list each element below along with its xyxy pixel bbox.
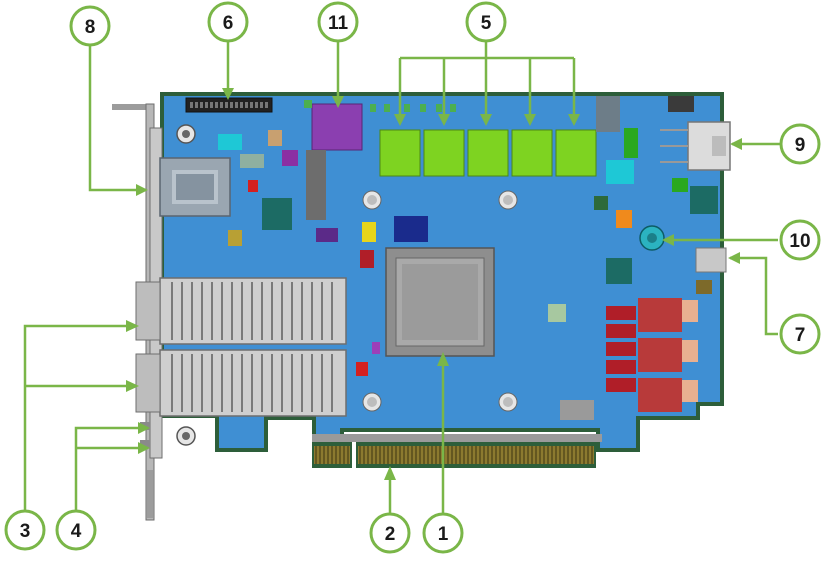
rj45-port — [159, 157, 231, 217]
header-connector — [185, 97, 273, 113]
callout-5: 5 — [465, 1, 507, 43]
power-modules — [606, 280, 712, 412]
callout-label-8: 8 — [85, 17, 96, 38]
callout-label-1: 1 — [438, 524, 449, 545]
qsfp-cage-top — [135, 277, 347, 345]
crystal — [639, 225, 665, 251]
callout-2: 2 — [369, 512, 411, 554]
callout-label-5: 5 — [481, 13, 492, 34]
status-leds — [304, 100, 456, 112]
leader-arrowheads — [126, 88, 742, 480]
callout-8: 8 — [69, 5, 111, 47]
callout-11: 11 — [317, 1, 359, 43]
callout-label-2: 2 — [385, 524, 396, 545]
callout-6: 6 — [207, 1, 249, 43]
callout-3: 3 — [4, 509, 46, 551]
misc-components — [218, 96, 718, 420]
callout-label-10: 10 — [789, 231, 810, 252]
callout-label-11: 11 — [328, 13, 349, 34]
aux-connector — [695, 247, 727, 273]
qsfp-cage-bottom — [135, 349, 347, 417]
callout-7: 7 — [779, 313, 821, 355]
callout-10: 10 — [779, 219, 821, 261]
main-asic — [385, 247, 495, 357]
callout-label-6: 6 — [223, 13, 234, 34]
callout-1: 1 — [422, 512, 464, 554]
callout-9: 9 — [779, 123, 821, 165]
callout-label-4: 4 — [71, 521, 82, 542]
callout-4: 4 — [55, 509, 97, 551]
pcie-edge-connector — [312, 434, 602, 468]
power-connector — [660, 121, 731, 171]
callout-label-9: 9 — [795, 135, 806, 156]
purple-ic — [306, 103, 363, 220]
leader-lines — [23, 40, 780, 514]
inductors — [379, 129, 597, 177]
callout-label-3: 3 — [20, 521, 31, 542]
callout-label-7: 7 — [795, 325, 806, 346]
mounting-holes — [176, 124, 518, 446]
